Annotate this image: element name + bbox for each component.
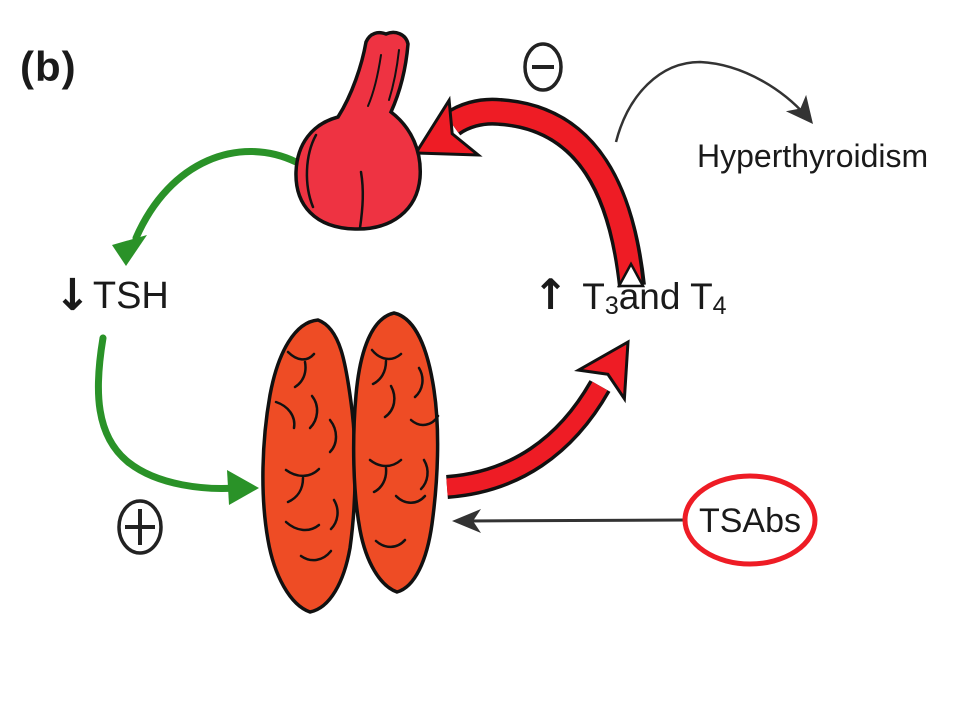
red-feedback-arrow [413, 95, 646, 288]
up-arrow-icon: ↑ [533, 270, 569, 319]
green-arrow-tsh-to-thyroid [94, 334, 259, 505]
panel-label: (b) [20, 43, 77, 90]
t3-base: T [582, 276, 605, 317]
down-arrow-icon: ↓ [54, 270, 91, 321]
tsabs-arrow [452, 509, 687, 533]
thyroid-gland-icon [261, 311, 440, 614]
t4-subscript: 4 [712, 292, 727, 320]
tsabs-label: TSAbs [698, 502, 802, 540]
t3-t4-label: ↑ T 3 and T 4 [533, 274, 727, 320]
red-arrow-tail-notch [616, 261, 646, 288]
thyroid-texture-lines [274, 348, 440, 562]
tsh-label: ↓ TSH [54, 274, 169, 318]
plus-circle-icon [117, 499, 163, 555]
hyperthyroidism-arrow [614, 60, 813, 143]
pituitary-gland-icon [294, 30, 422, 231]
tsh-text: TSH [92, 275, 169, 317]
red-secretion-arrow [445, 339, 630, 499]
minus-circle-icon [523, 42, 563, 92]
t3t4-middle: and T [618, 276, 713, 317]
hyperthyroidism-label: Hyperthyroidism [697, 138, 929, 174]
tsabs-highlight-ellipse [682, 473, 818, 567]
t3-subscript: 3 [604, 292, 619, 320]
green-arrow-pituitary-to-tsh [112, 148, 300, 266]
